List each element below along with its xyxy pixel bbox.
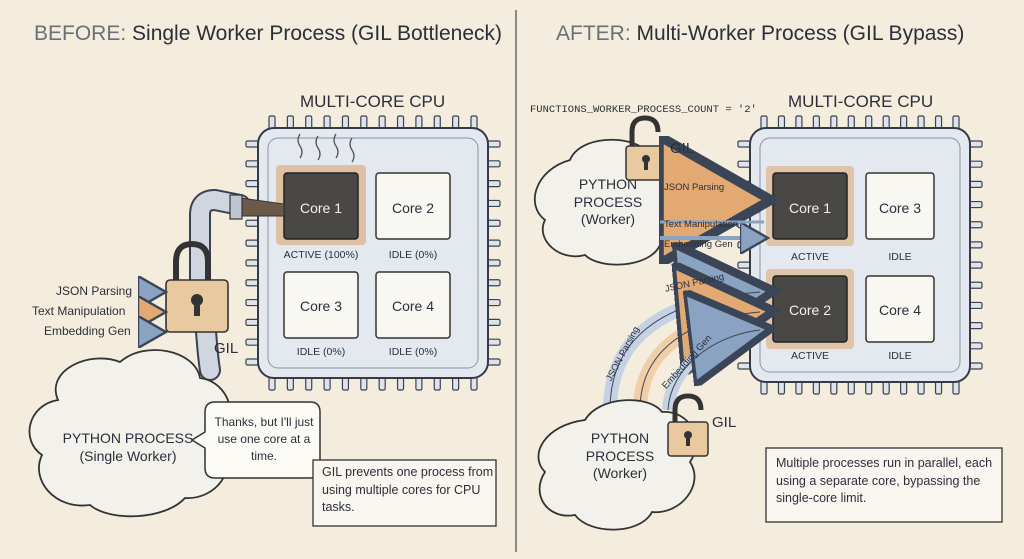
open-padlock-icon-worker2	[667, 393, 709, 457]
right-core-3-status: IDLE	[888, 251, 912, 263]
worker1-label: PYTHON PROCESS (Worker)	[548, 176, 668, 229]
right-core-2-label: Core 2	[788, 302, 832, 318]
worker1-task-embed: Embedding Gen	[664, 239, 733, 250]
right-core-1-label: Core 1	[788, 200, 832, 216]
right-core-1-status: ACTIVE	[791, 251, 829, 263]
worker2-gil-label: GIL	[712, 414, 737, 431]
left-core-4-box	[375, 271, 451, 339]
right-title-prefix: AFTER:	[556, 22, 631, 45]
right-core-4-box	[865, 275, 935, 343]
left-core-3-status: IDLE (0%)	[296, 346, 346, 358]
worker2-label: PYTHON PROCESS (Worker)	[560, 430, 680, 483]
left-core-2-status: IDLE (0%)	[388, 249, 438, 261]
worker1-line3: (Worker)	[580, 211, 636, 227]
right-core-2-status: ACTIVE	[791, 350, 829, 362]
right-core-4-status: IDLE	[888, 350, 912, 362]
heat-waves	[297, 133, 355, 163]
worker1-gil-label: GIL	[670, 140, 695, 157]
left-process-label: PYTHON PROCESS (Single Worker)	[48, 430, 208, 465]
left-core-1-box	[276, 165, 366, 245]
right-core-2-box	[766, 269, 854, 349]
left-note-box	[312, 459, 497, 527]
left-task-text: Text Manipulation	[32, 304, 126, 318]
worker1-task-text: Text Manipulation	[664, 219, 738, 230]
left-core-1-label: Core 1	[299, 200, 343, 216]
left-process-line2: (Single Worker)	[79, 447, 177, 464]
left-core-2-box	[375, 172, 451, 240]
left-core-1-status: ACTIVE (100%)	[283, 249, 359, 261]
left-note-text: GIL prevents one process from using mult…	[322, 465, 494, 514]
left-gil-label: GIL	[214, 340, 239, 357]
right-note-box	[765, 447, 1003, 523]
right-title-rest: Multi-Worker Process (GIL Bypass)	[636, 22, 965, 45]
right-core-3-label: Core 3	[878, 200, 922, 216]
left-task-embed: Embedding Gen	[44, 324, 131, 338]
worker2-line1: PYTHON	[590, 430, 650, 446]
open-padlock-icon-worker1	[625, 115, 667, 181]
right-core-3-box	[865, 172, 935, 240]
left-cpu-label: MULTI-CORE CPU	[300, 92, 446, 111]
left-core-3-label: Core 3	[299, 298, 343, 314]
left-core-3-box	[283, 271, 359, 339]
worker1-line1: PYTHON	[578, 176, 638, 192]
worker2-blob	[537, 399, 697, 531]
left-title-prefix: BEFORE:	[34, 22, 127, 45]
right-title: AFTER: Multi-Worker Process (GIL Bypass)	[556, 22, 964, 46]
left-process-blob	[28, 349, 232, 518]
right-core-4-label: Core 4	[878, 302, 922, 318]
left-core-4-label: Core 4	[391, 298, 435, 314]
closed-padlock-icon	[165, 240, 229, 333]
left-task-json: JSON Parsing	[56, 284, 133, 298]
worker2-line3: (Worker)	[592, 465, 648, 481]
worker-count-config: FUNCTIONS_WORKER_PROCESS_COUNT = '2'	[530, 104, 757, 116]
left-title-rest: Single Worker Process (GIL Bottleneck)	[132, 22, 503, 45]
worker1-task-json: JSON Parsing	[664, 182, 725, 193]
left-process-line1: PYTHON PROCESS	[62, 430, 194, 446]
left-title: BEFORE: Single Worker Process (GIL Bottl…	[34, 22, 502, 46]
right-note-text: Multiple processes run in parallel, each…	[776, 456, 993, 505]
right-cpu-label: MULTI-CORE CPU	[788, 92, 934, 111]
worker1-line2: PROCESS	[573, 193, 643, 210]
speech-text: Thanks, but I'll just use one core at a …	[214, 415, 314, 463]
right-core-1-box	[766, 166, 854, 246]
left-core-2-label: Core 2	[391, 200, 435, 216]
left-core-4-status: IDLE (0%)	[388, 346, 438, 358]
worker2-line2: PROCESS	[585, 447, 655, 464]
